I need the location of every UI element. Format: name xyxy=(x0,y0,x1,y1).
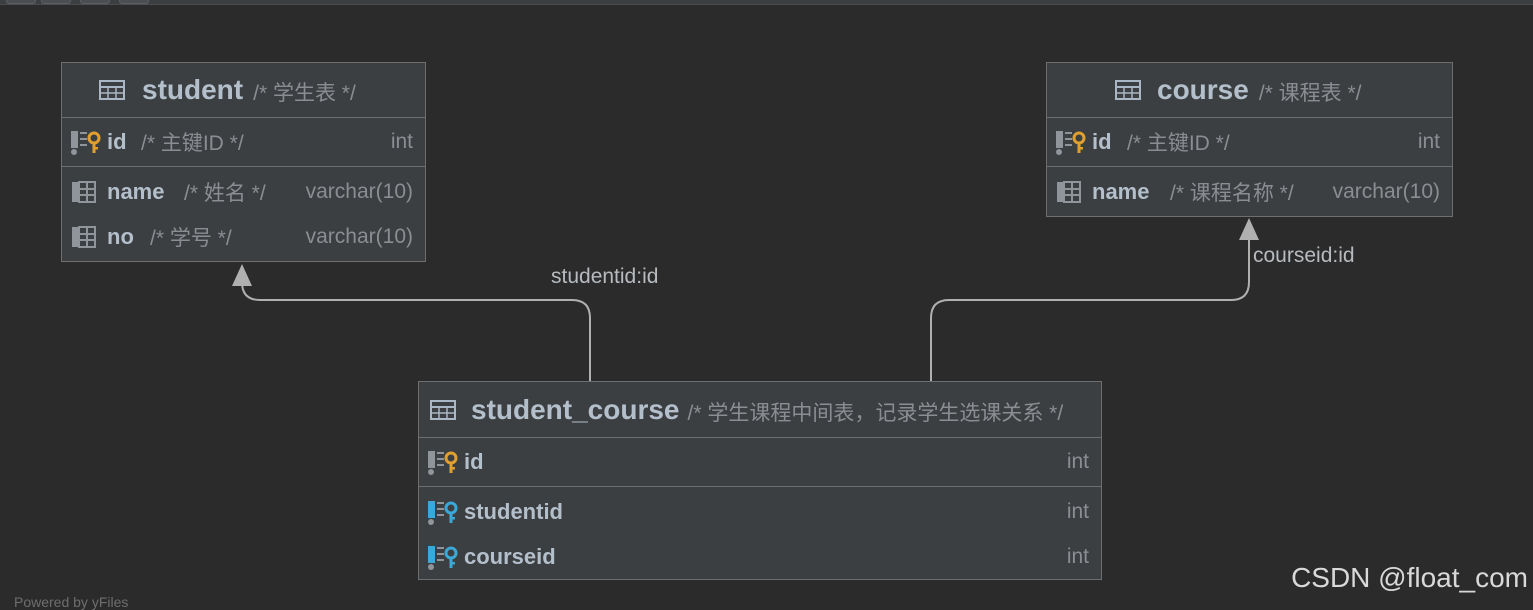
top-toolbar xyxy=(0,0,1533,5)
relation-line-student xyxy=(241,281,591,381)
column-name: id xyxy=(1092,129,1112,154)
column-name: name xyxy=(107,178,165,204)
column-row-no[interactable]: no /* 学号 */ varchar(10) xyxy=(62,214,425,259)
column-type: varchar(10) xyxy=(1332,179,1440,203)
column-type: int xyxy=(1066,544,1089,568)
column-icon xyxy=(72,225,96,248)
relation-label-student: studentid:id xyxy=(551,265,659,288)
table-name: student_course xyxy=(471,393,680,425)
column-comment: /* 姓名 */ xyxy=(184,181,266,205)
table-icon xyxy=(1115,80,1141,100)
column-comment: /* 主键ID */ xyxy=(1127,132,1230,155)
table-name: course xyxy=(1157,74,1249,105)
table-student-course[interactable]: student_course /* 学生课程中间表，记录学生选课关系 */ id… xyxy=(418,381,1102,580)
column-type: int xyxy=(1417,130,1440,153)
column-type: int xyxy=(390,130,413,153)
powered-by-footer: Powered by yFiles xyxy=(14,594,129,610)
table-header[interactable]: student_course /* 学生课程中间表，记录学生选课关系 */ xyxy=(419,382,1101,438)
watermark: CSDN @float_com xyxy=(1291,562,1528,593)
foreign-key-icon xyxy=(428,545,458,570)
column-row-id[interactable]: id /* 主键ID */ int xyxy=(62,118,425,167)
column-name: studentid xyxy=(464,498,563,524)
table-comment: /* 学生表 */ xyxy=(253,82,356,105)
column-name: id xyxy=(464,449,484,474)
relation-line-course xyxy=(930,238,1250,381)
column-icon xyxy=(72,180,96,203)
column-name: no xyxy=(107,223,134,249)
column-row-id[interactable]: id int xyxy=(419,438,1101,487)
toolbar-button[interactable] xyxy=(119,0,149,4)
table-student[interactable]: student /* 学生表 */ id /* 主键ID */ int name… xyxy=(61,62,426,262)
column-name: id xyxy=(107,129,127,154)
table-course[interactable]: course /* 课程表 */ id /* 主键ID */ int name … xyxy=(1046,62,1453,217)
table-name: student xyxy=(142,74,244,105)
toolbar-button[interactable] xyxy=(41,0,71,4)
column-row-name[interactable]: name /* 姓名 */ varchar(10) xyxy=(62,169,425,214)
table-icon xyxy=(99,80,125,100)
column-row-id[interactable]: id /* 主键ID */ int xyxy=(1047,118,1452,167)
relation-arrow-course xyxy=(1239,218,1259,240)
column-type: varchar(10) xyxy=(305,224,413,248)
column-name: name xyxy=(1092,178,1150,204)
column-comment: /* 学号 */ xyxy=(150,226,232,250)
column-row-studentid[interactable]: studentid int xyxy=(419,489,1101,534)
toolbar-button[interactable] xyxy=(6,0,36,4)
primary-key-icon xyxy=(71,131,101,155)
column-name: courseid xyxy=(464,543,556,569)
table-comment: /* 学生课程中间表，记录学生选课关系 */ xyxy=(687,401,1064,425)
foreign-key-icon xyxy=(428,500,458,525)
column-row-courseid[interactable]: courseid int xyxy=(419,534,1101,579)
column-comment: /* 主键ID */ xyxy=(141,132,244,155)
relation-arrow-student xyxy=(232,264,252,286)
primary-key-icon xyxy=(428,451,458,475)
table-header[interactable]: course /* 课程表 */ xyxy=(1047,63,1452,118)
primary-key-icon xyxy=(1056,131,1086,155)
column-row-name[interactable]: name /* 课程名称 */ varchar(10) xyxy=(1047,169,1452,214)
column-type: int xyxy=(1066,499,1089,523)
column-comment: /* 课程名称 */ xyxy=(1170,181,1294,205)
column-icon xyxy=(1057,180,1081,203)
toolbar-button[interactable] xyxy=(80,0,110,4)
table-header[interactable]: student /* 学生表 */ xyxy=(62,63,425,118)
table-icon xyxy=(430,400,456,420)
table-comment: /* 课程表 */ xyxy=(1258,82,1362,105)
column-type: varchar(10) xyxy=(305,179,413,203)
relation-label-course: courseid:id xyxy=(1253,244,1355,267)
column-type: int xyxy=(1066,450,1089,473)
